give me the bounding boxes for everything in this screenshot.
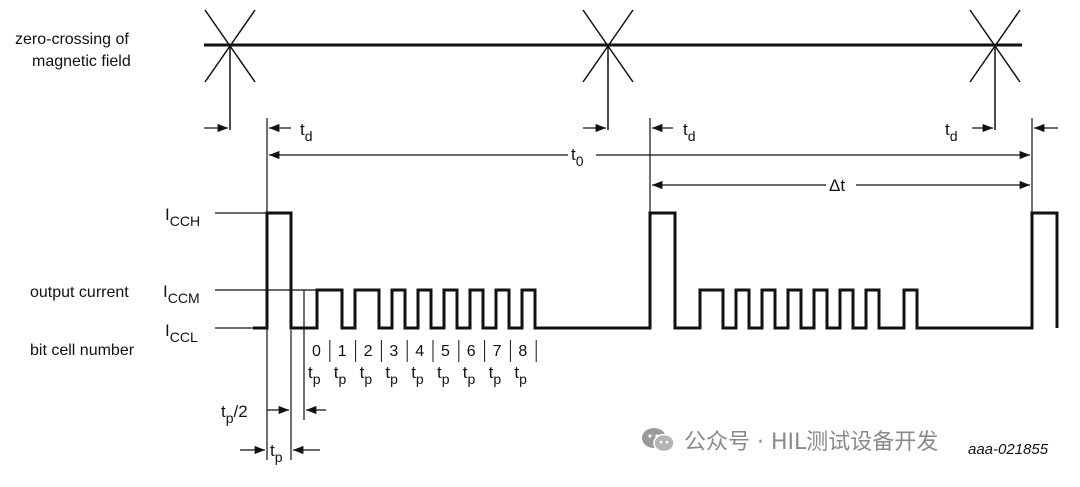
iccl-label: ICCL [165, 321, 198, 345]
bit-cell-number: 8 [518, 343, 527, 360]
bit-cell-labels: 0 tp 1 tp 2 tp 3 tp 4 tp 5 tp 6 tp 7 tp 8 tp [303, 340, 537, 387]
icch-label: ICCH [165, 205, 200, 229]
bit-cell-tp-label: tp [437, 363, 450, 387]
zero-crossing-label: zero-crossing of [15, 31, 129, 48]
bit-cell-number: 3 [389, 343, 398, 360]
tp-dimension-arrows [240, 405, 326, 455]
tp-half-label: tp/2 [221, 402, 248, 426]
tp-label: tp [270, 441, 283, 465]
delta-t-label: Δt [829, 176, 845, 195]
bit-cell-tp-label: tp [360, 363, 373, 387]
figure-id: aaa-021855 [968, 441, 1049, 458]
bit-cell-tp-label: tp [463, 363, 476, 387]
zero-crossing-marker [969, 9, 1021, 130]
td-label: td [683, 120, 696, 144]
bit-cell-tp-label: tp [385, 363, 398, 387]
bit-cell-number-label: bit cell number [30, 342, 135, 359]
td-label: td [300, 120, 313, 144]
wechat-icon [642, 428, 675, 453]
bit-cell-number: 5 [441, 343, 450, 360]
zero-crossing-marker [204, 9, 256, 130]
bit-cell-number: 0 [312, 343, 321, 360]
zero-crossing-marker [582, 9, 634, 130]
watermark: 公众号 · HIL测试设备开发 [640, 424, 938, 456]
delta-t-label-background [826, 176, 856, 196]
bit-cell-number: 4 [415, 343, 424, 360]
output-current-label: output current [30, 284, 129, 301]
td-label: td [945, 120, 958, 144]
bit-cell-tp-label: tp [334, 363, 347, 387]
current-waveform [253, 211, 1059, 330]
zero-crossing-label: magnetic field [32, 53, 131, 70]
bit-cell-number: 1 [338, 343, 347, 360]
t0-label-background [568, 146, 596, 168]
bit-cell-number: 6 [467, 343, 476, 360]
bit-cell-number: 2 [364, 343, 373, 360]
bit-cell-tp-label: tp [308, 363, 321, 387]
watermark-text: 公众号 · HIL测试设备开发 [684, 430, 939, 455]
bit-cell-tp-label: tp [411, 363, 424, 387]
bit-cell-tp-label: tp [489, 363, 502, 387]
bit-cell-number: 7 [493, 343, 502, 360]
bit-cell-tp-label: tp [514, 363, 527, 387]
iccm-label: ICCM [163, 282, 200, 306]
t0-label: t0 [571, 145, 584, 169]
